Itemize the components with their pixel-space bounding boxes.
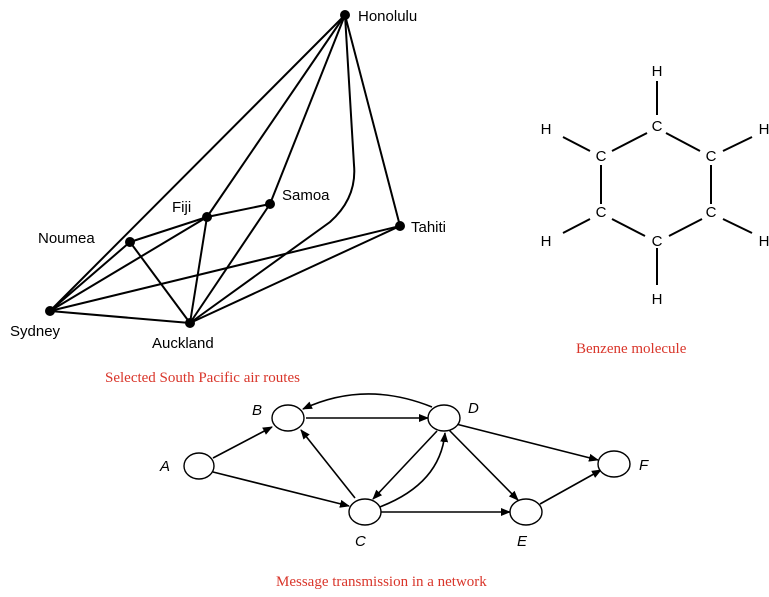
route-samoa-auckland xyxy=(189,203,271,324)
atom-c-bottom: C xyxy=(652,233,663,250)
bond-h-upper-left xyxy=(562,136,591,152)
node-sydney xyxy=(45,306,55,316)
edge-d-e xyxy=(448,429,519,501)
atom-h-upper-left: H xyxy=(541,121,552,138)
edge-a-c xyxy=(212,471,350,508)
bond-ring-4 xyxy=(611,218,646,237)
bond-h-lower-left xyxy=(562,218,591,234)
bond-ring-6 xyxy=(611,132,648,152)
air-route-nodes xyxy=(45,10,405,328)
edge-e-f xyxy=(539,469,602,505)
node-fiji xyxy=(202,212,212,222)
bond-h-upper-right xyxy=(722,136,753,152)
atom-c-lower-right: C xyxy=(706,204,717,221)
route-honolulu-samoa xyxy=(269,14,346,205)
network-label-e: E xyxy=(517,533,528,550)
route-sydney-fiji xyxy=(49,216,208,312)
network-node-e xyxy=(509,498,543,526)
edge-c-d xyxy=(376,432,449,509)
network-node-f xyxy=(597,450,631,478)
message-network: A B C D E F Message transmission in a ne… xyxy=(159,393,649,590)
route-honolulu-fiji xyxy=(206,14,346,218)
route-honolulu-sydney xyxy=(49,14,346,312)
network-label-b: B xyxy=(252,402,262,419)
network-node-c xyxy=(348,498,382,526)
air-routes-caption: Selected South Pacific air routes xyxy=(105,370,300,386)
route-fiji-samoa xyxy=(206,203,271,218)
edge-d-f xyxy=(455,423,599,462)
edge-a-b xyxy=(212,426,273,459)
atom-c-top: C xyxy=(652,118,663,135)
network-nodes xyxy=(183,404,631,526)
route-sydney-auckland xyxy=(49,310,191,324)
network-caption: Message transmission in a network xyxy=(276,574,487,590)
route-noumea-auckland xyxy=(129,241,191,324)
edge-d-c xyxy=(372,430,438,500)
network-node-a xyxy=(183,452,215,480)
label-tahiti: Tahiti xyxy=(411,219,446,236)
bond-h-lower-right xyxy=(722,218,753,234)
benzene-structure: C C C C C C H H H H H H Benzene molecule xyxy=(541,63,769,357)
benzene-caption: Benzene molecule xyxy=(576,341,687,357)
label-noumea: Noumea xyxy=(38,230,95,247)
route-honolulu-tahiti xyxy=(344,14,401,227)
benzene-atoms: C C C C C C H H H H H H xyxy=(541,63,769,308)
node-noumea xyxy=(125,237,135,247)
network-node-d xyxy=(427,404,461,432)
route-honolulu-auckland xyxy=(189,14,356,324)
label-fiji: Fiji xyxy=(172,199,191,216)
route-sydney-tahiti xyxy=(49,225,401,312)
network-edges xyxy=(212,393,602,516)
benzene-bonds xyxy=(562,81,753,285)
node-samoa xyxy=(265,199,275,209)
edge-c-b xyxy=(300,429,356,499)
edge-d-b xyxy=(302,393,433,410)
node-auckland xyxy=(185,318,195,328)
atom-h-upper-right: H xyxy=(759,121,769,138)
bond-ring-3 xyxy=(668,218,703,237)
atom-h-lower-right: H xyxy=(759,233,769,250)
route-tahiti-auckland xyxy=(189,225,401,324)
air-route-labels: Honolulu Samoa Fiji Tahiti Noumea Sydney… xyxy=(10,8,446,352)
node-tahiti xyxy=(395,221,405,231)
route-fiji-auckland xyxy=(189,216,208,324)
atom-c-upper-right: C xyxy=(706,148,717,165)
network-label-d: D xyxy=(468,400,479,417)
atom-h-lower-left: H xyxy=(541,233,552,250)
label-auckland: Auckland xyxy=(152,335,214,352)
network-label-f: F xyxy=(639,457,649,474)
network-label-c: C xyxy=(355,533,366,550)
air-route-edges xyxy=(49,14,401,324)
atom-c-upper-left: C xyxy=(596,148,607,165)
route-noumea-fiji xyxy=(129,216,208,243)
label-honolulu: Honolulu xyxy=(358,8,417,25)
route-sydney-noumea xyxy=(49,241,131,312)
network-node-b xyxy=(271,404,305,432)
atom-c-lower-left: C xyxy=(596,204,607,221)
node-honolulu xyxy=(340,10,350,20)
bond-ring-1 xyxy=(665,132,701,152)
network-labels: A B C D E F xyxy=(159,400,649,550)
label-samoa: Samoa xyxy=(282,187,330,204)
network-label-a: A xyxy=(159,458,170,475)
atom-h-bottom: H xyxy=(652,291,663,308)
atom-h-top: H xyxy=(652,63,663,80)
label-sydney: Sydney xyxy=(10,323,61,340)
air-routes-graph: Honolulu Samoa Fiji Tahiti Noumea Sydney… xyxy=(10,8,446,386)
